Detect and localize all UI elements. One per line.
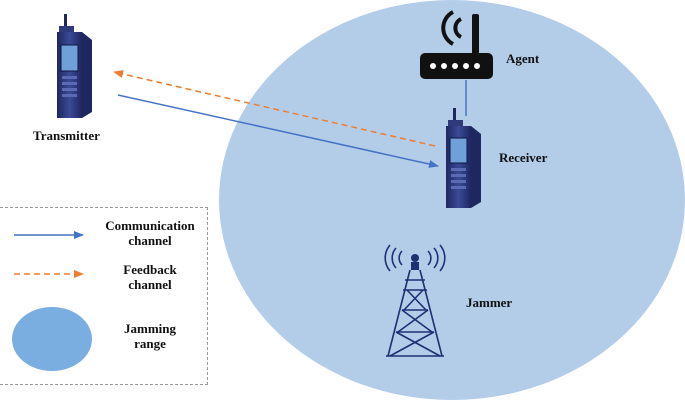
legend-communication-line2: channel — [128, 233, 172, 248]
legend-jamming-line2: range — [134, 336, 166, 351]
jammer-label: Jammer — [466, 295, 513, 310]
receiver-icon — [446, 108, 481, 208]
receiver-label: Receiver — [499, 150, 548, 165]
legend-communication-line1: Communication — [105, 218, 195, 233]
legend-jamming-label: Jamming range — [90, 321, 210, 351]
legend-communication-label: Communication channel — [90, 218, 210, 248]
communication-arrow — [117, 94, 439, 168]
transmitter-icon — [57, 14, 92, 118]
feedback-arrow — [113, 70, 436, 147]
agent-label: Agent — [506, 51, 540, 66]
legend-feedback-label: Feedback channel — [90, 262, 210, 292]
legend-feedback-line1: Feedback — [123, 262, 177, 277]
transmitter-label: Transmitter — [33, 128, 100, 143]
legend-box — [0, 207, 208, 385]
radio-tower-icon — [384, 244, 446, 357]
wifi-router-icon — [420, 10, 493, 79]
legend-feedback-line2: channel — [128, 277, 172, 292]
legend-jamming-line1: Jamming — [124, 321, 176, 336]
legend-jamming-ellipse — [12, 307, 92, 371]
